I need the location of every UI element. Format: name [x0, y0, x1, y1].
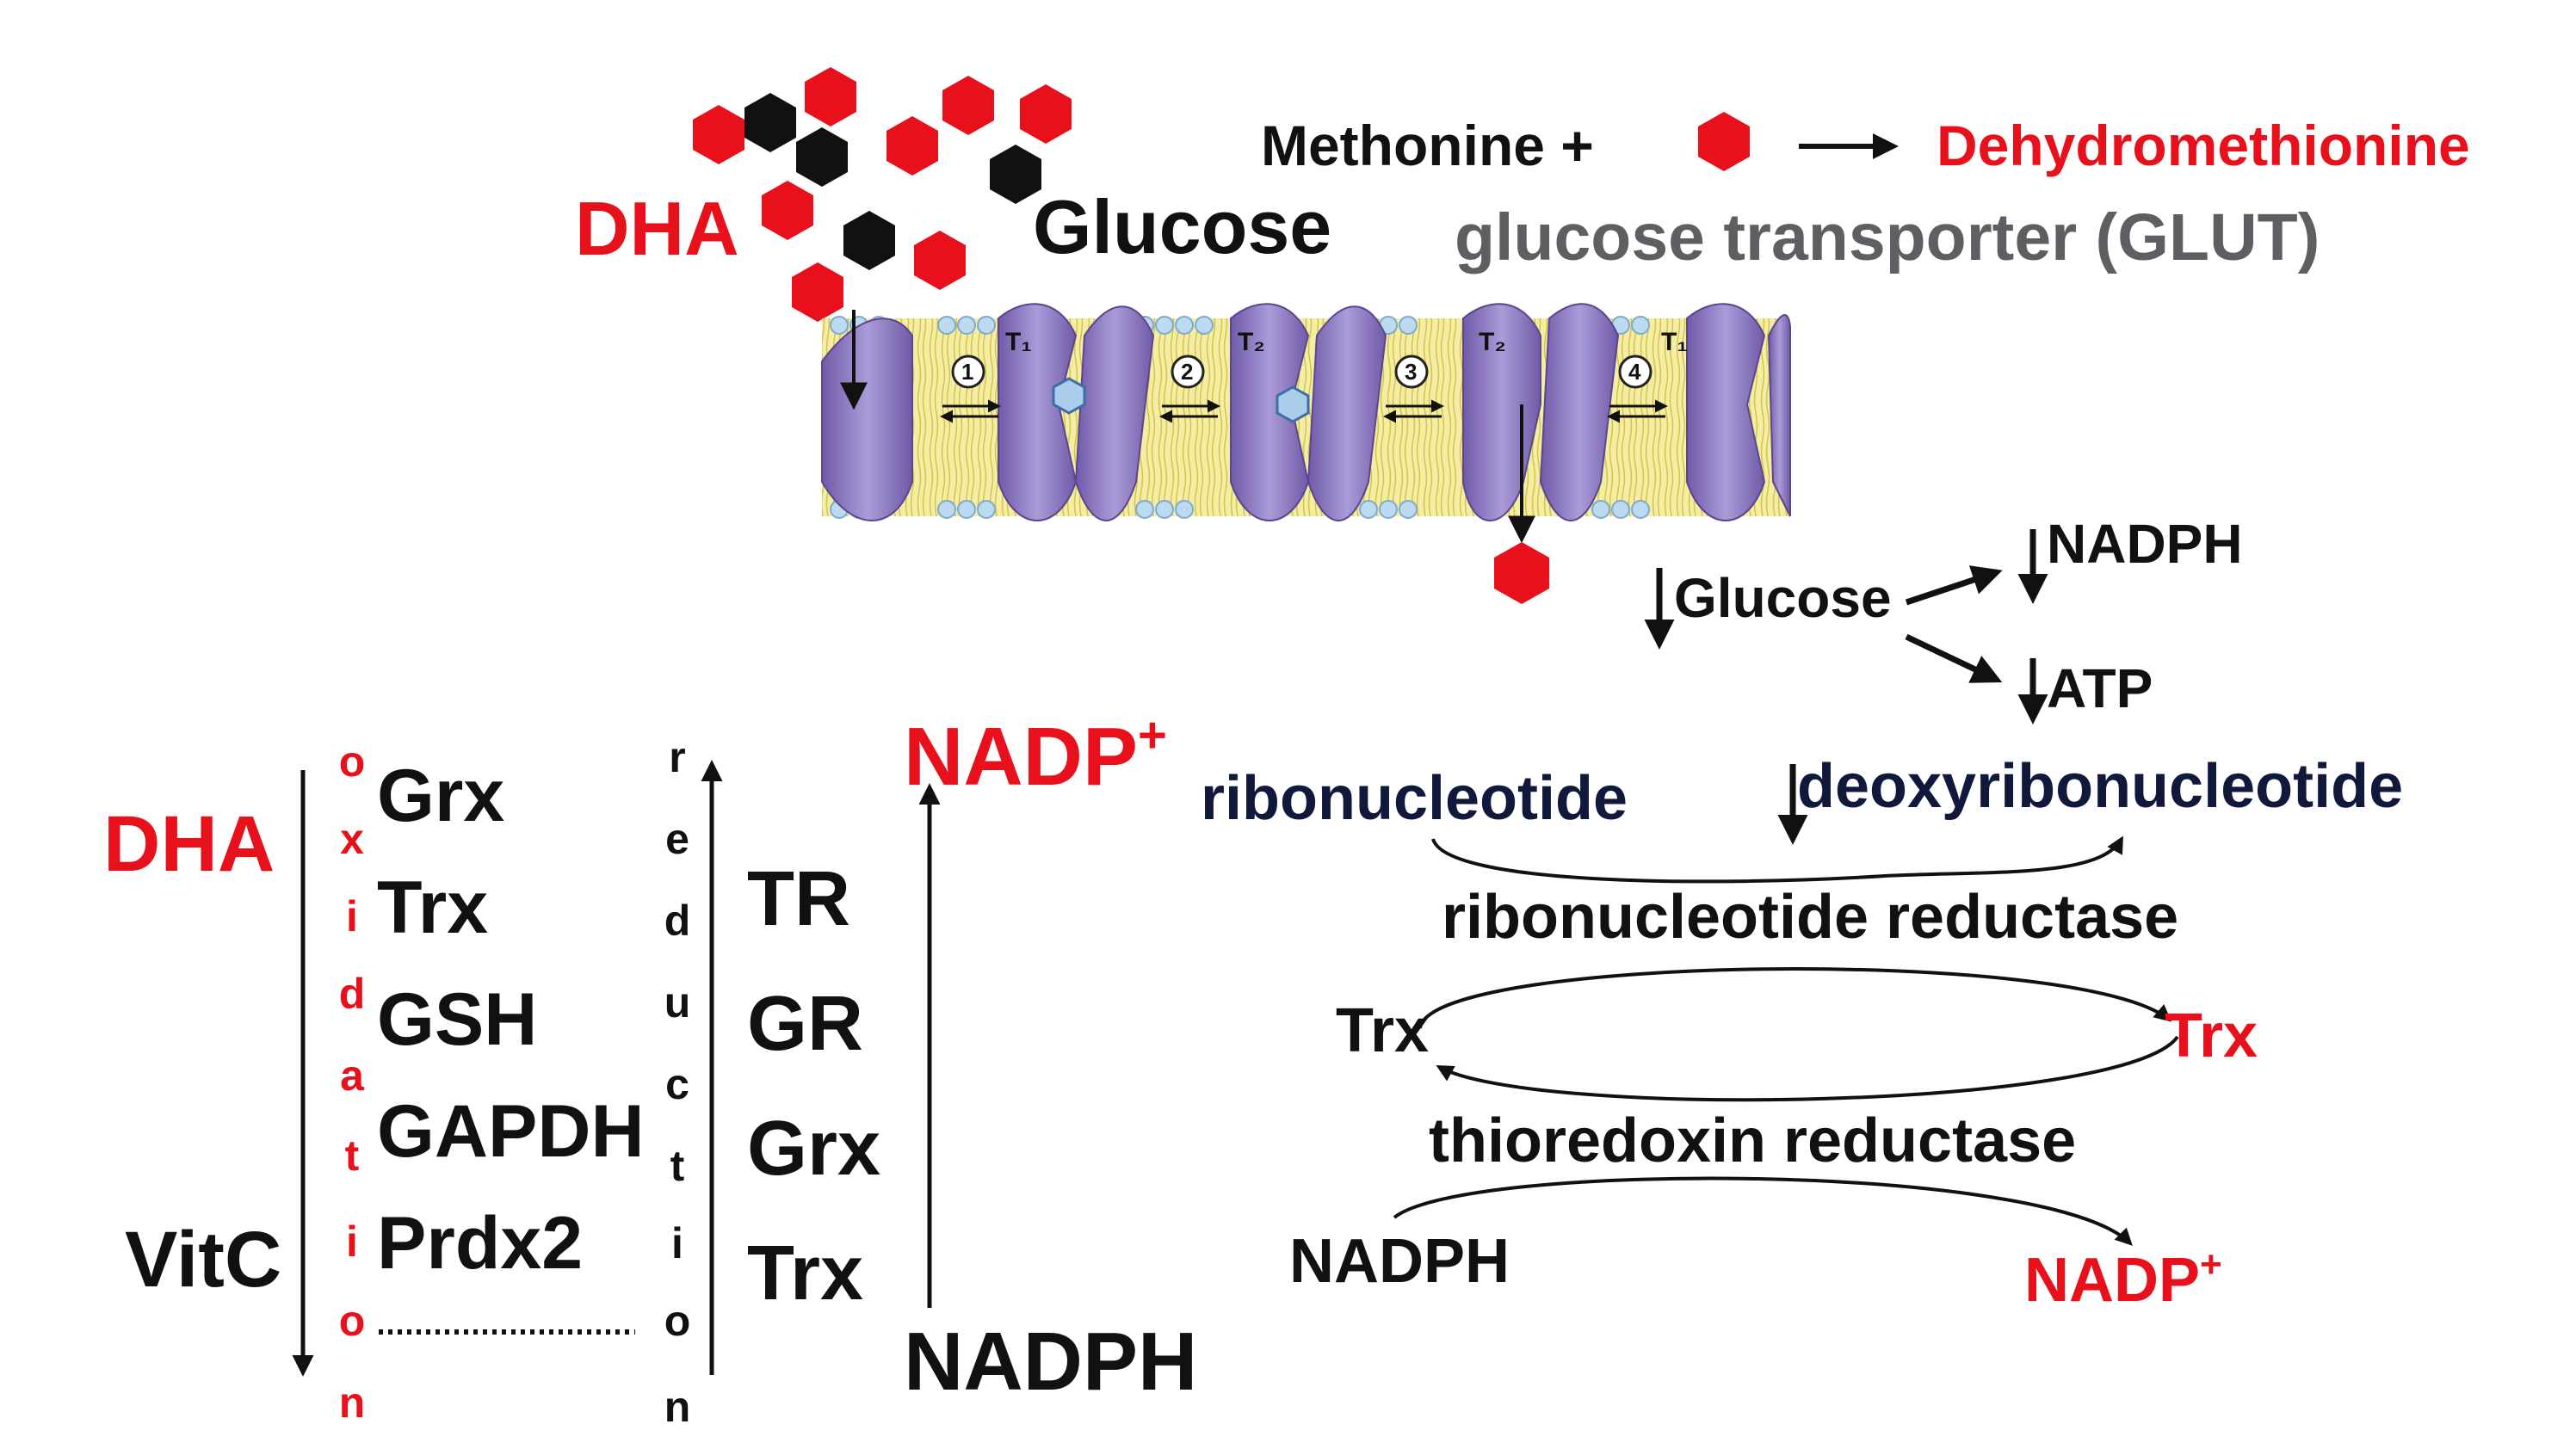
trx-oxidized-label: Trx — [2165, 1002, 2258, 1070]
nadp-plus-left: NADP+ — [904, 707, 1167, 803]
dha-molecule — [1698, 112, 1750, 171]
reduction-letter: d — [664, 897, 691, 945]
cell-membrane — [821, 303, 1791, 544]
reaction-curves — [1393, 835, 2179, 1246]
target-gsh: GSH — [377, 978, 538, 1061]
subunit-label: T₂ — [1238, 328, 1265, 356]
dha-molecule — [914, 231, 966, 290]
oxidation-letter: i — [346, 1218, 358, 1266]
redox-arrows — [292, 760, 941, 1377]
molecule-cluster — [693, 67, 1072, 322]
oxidation-letter: n — [338, 1378, 366, 1427]
enzyme-trx: Trx — [747, 1230, 864, 1316]
reduction-letter: o — [664, 1297, 691, 1345]
glucose-molecule — [796, 127, 848, 187]
step-number: 1 — [961, 359, 974, 385]
subunit-label: T₁ — [1005, 328, 1032, 356]
dha-molecule — [693, 105, 744, 164]
reduction-letter: t — [670, 1142, 685, 1190]
nadp-plus-right: NADP+ — [2024, 1243, 2222, 1315]
dha-molecule — [942, 76, 994, 135]
dha-molecule — [805, 67, 856, 126]
target-trx: Trx — [377, 866, 489, 949]
reduction-letter: e — [665, 815, 689, 863]
step-number: 4 — [1628, 359, 1641, 385]
dehydromethionine-label: Dehydromethionine — [1937, 114, 2470, 177]
dha-molecule — [792, 262, 843, 322]
subunit-label: T₂ — [1479, 328, 1506, 356]
reduction-letter: u — [664, 978, 691, 1027]
atp-decrease-label: ATP — [2047, 657, 2153, 719]
glucose-molecule — [990, 145, 1041, 204]
dha-molecule — [762, 181, 813, 240]
oxidation-letter: t — [344, 1131, 360, 1180]
metabolism-arrows — [1644, 529, 2048, 845]
reduction-letter: i — [671, 1219, 683, 1267]
nadph-right: NADPH — [1289, 1227, 1510, 1296]
ribonucleotide-label: ribonucleotide — [1201, 764, 1628, 833]
dha-molecule — [886, 116, 938, 176]
trx-reduced-label: Trx — [1336, 996, 1430, 1065]
methionine-label: Methonine + — [1261, 114, 1594, 177]
glucose-molecule — [744, 93, 796, 152]
oxidation-letter: i — [346, 892, 358, 940]
subunit-label: T₁ — [1661, 328, 1688, 356]
target-grx: Grx — [377, 755, 505, 837]
reduction-letter: r — [669, 733, 686, 781]
dha-molecule — [1020, 84, 1072, 144]
oxidation-letter: a — [340, 1051, 364, 1100]
glucose-molecule — [843, 211, 895, 270]
glut-label: glucose transporter (GLUT) — [1455, 200, 2320, 274]
target-prdx2: Prdx2 — [377, 1202, 584, 1285]
reduction-letter: c — [665, 1060, 689, 1108]
deoxyribonucleotide-label: deoxyribonucleotide — [1797, 752, 2404, 821]
oxidation-letter: x — [340, 815, 364, 863]
nadph-left: NADPH — [904, 1316, 1198, 1408]
step-number: 2 — [1181, 359, 1194, 385]
oxidation-letter: d — [338, 970, 366, 1018]
ribonucleotide-reductase-label: ribonucleotide reductase — [1442, 883, 2179, 952]
nadph-decrease-label: NADPH — [2047, 513, 2243, 575]
reduction-letter: n — [664, 1383, 691, 1431]
target-gapdh: GAPDH — [377, 1090, 645, 1173]
enzyme-tr: TR — [747, 856, 850, 942]
enzyme-gr: GR — [747, 981, 863, 1067]
vitc-label: VitC — [125, 1216, 282, 1304]
thioredoxin-reductase-label: thioredoxin reductase — [1429, 1107, 2077, 1175]
dha-oxidant-label: DHA — [103, 800, 275, 888]
enzyme-grx: Grx — [747, 1106, 881, 1192]
oxidation-letter: o — [338, 1297, 366, 1345]
dha-molecule — [1494, 542, 1549, 604]
step-number: 3 — [1405, 359, 1418, 385]
dha-label: DHA — [575, 186, 739, 271]
oxidation-letter: o — [338, 737, 366, 786]
glucose-label: Glucose — [1033, 184, 1332, 269]
glucose-decrease-label: Glucose — [1674, 567, 1892, 629]
